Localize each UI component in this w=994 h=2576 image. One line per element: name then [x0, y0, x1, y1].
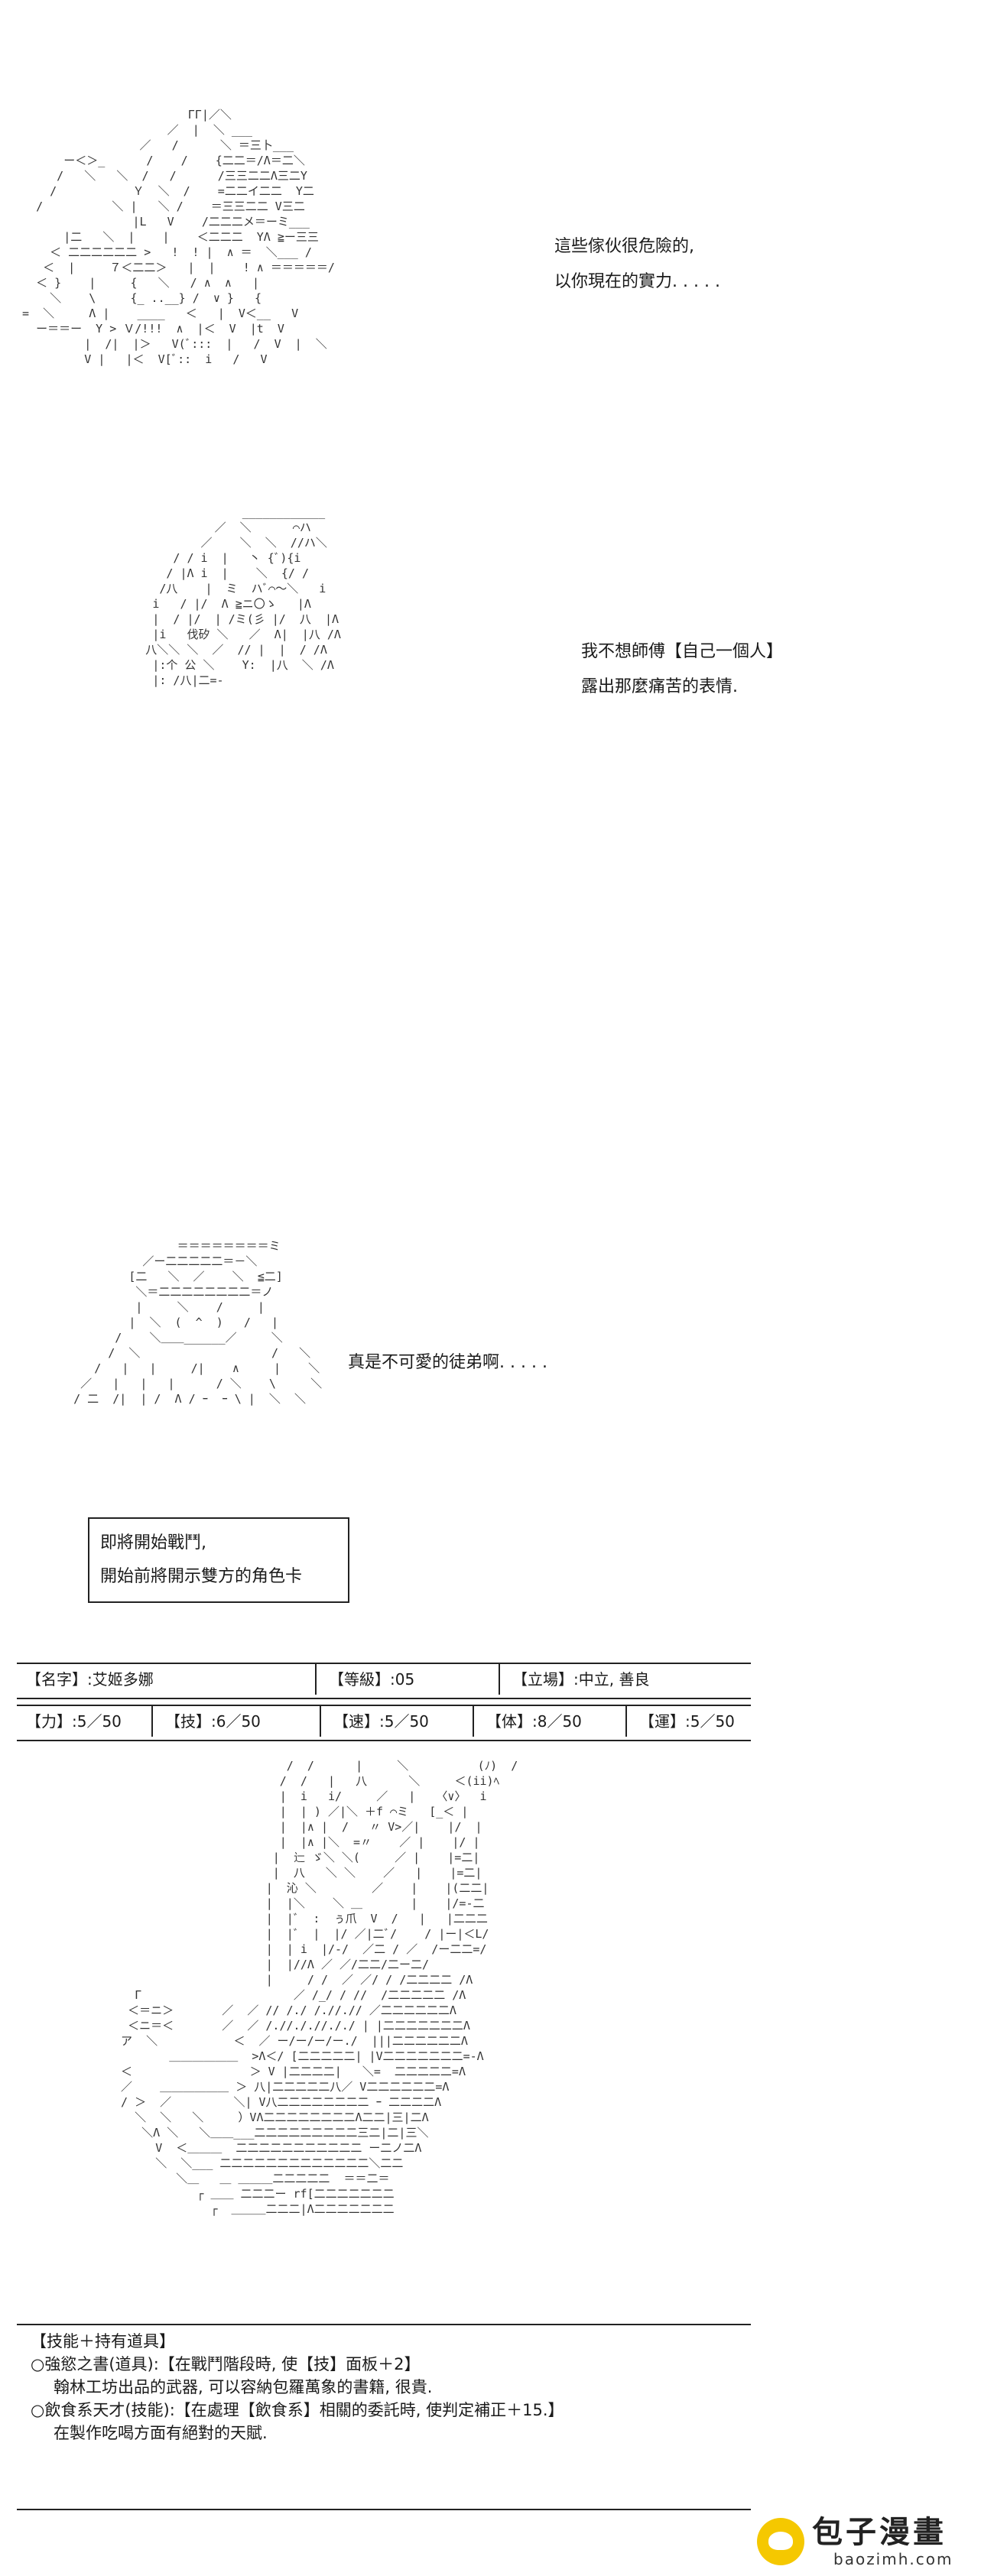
stance-cell: 【立場】:中立, 善良 [499, 1664, 751, 1695]
dialogue-line: 我不想師傅【自己一個人】 [581, 642, 784, 661]
dialogue-panel-1: 這些傢伙很危險的, 以你現在的實力. . . . . [554, 229, 720, 300]
level-cell: 【等級】:05 [315, 1664, 499, 1695]
character-card-row-2: 【力】:5／50 【技】:6／50 【速】:5／50 【体】:8／50 【運】:… [17, 1705, 751, 1741]
skills-section: 【技能＋持有道具】 ○強慾之書(道具):【在戰鬥階段時, 使【技】面板＋2】 翰… [17, 2324, 751, 2510]
skill-description: 翰林工坊出品的武器, 可以容納包羅萬象的書籍, 很貴. [54, 2378, 433, 2396]
stat-strength: 【力】:5／50 [26, 1712, 122, 1731]
battle-notice-box: 即將開始戰鬥, 開始前將開示雙方的角色卡 [88, 1517, 349, 1603]
skill-description: 在製作吃喝方面有絕對的天賦. [54, 2424, 268, 2442]
dialogue-line: 露出那麼痛苦的表情. [581, 677, 738, 696]
stat-luck: 【運】:5／50 [625, 1706, 751, 1737]
dialogue-line: 以你現在的實力. . . . . [554, 272, 720, 291]
character-card-row-1: 【名字】:艾姬多娜 【等級】:05 【立場】:中立, 善良 [17, 1663, 751, 1699]
ascii-art-panel-1: ΓΓ|／＼ ／ | ＼ ___ ／ / ＼ ＝三卜___ ー＜＞_ / / {二… [22, 108, 335, 366]
watermark-site: baozimh.com [833, 2550, 953, 2568]
watermark-logo: 包子漫畫 baozimh.com [757, 2515, 986, 2568]
dialogue-panel-2: 我不想師傅【自己一個人】 露出那麼痛苦的表情. [581, 634, 783, 705]
notice-line: 即將開始戰鬥, [100, 1533, 206, 1552]
skills-header: 【技能＋持有道具】 [31, 2332, 175, 2351]
skill-line: ○飲食系天才(技能):【在處理【飲食系】相關的委託時, 使判定補正＋15.】 [31, 2401, 564, 2419]
stat-skill: 【技】:6／50 [151, 1706, 320, 1737]
ascii-art-panel-4: / / | ＼ (ﾉ) / / / | 八 ＼ ＜(ii)ﾍ | i i/ ／ … [121, 1759, 518, 2216]
dialogue-panel-3: 真是不可愛的徒弟啊. . . . . [348, 1345, 547, 1380]
ascii-art-panel-3: ＝＝＝＝＝＝＝＝ミ ／ー二二二二二＝－＼ [二 ＼ ／ ＼ ≦二] ＼＝二二二二… [73, 1239, 323, 1406]
dialogue-line: 真是不可愛的徒弟啊. . . . . [348, 1353, 547, 1372]
stat-body: 【体】:8／50 [473, 1706, 625, 1737]
notice-line: 開始前將開示雙方的角色卡 [100, 1567, 303, 1586]
watermark-name: 包子漫畫 [812, 2515, 947, 2550]
dialogue-line: 這些傢伙很危險的, [554, 237, 694, 256]
skill-line: ○強慾之書(道具):【在戰鬥階段時, 使【技】面板＋2】 [31, 2355, 421, 2373]
ascii-art-panel-2: ____________ ／ ＼ ⌒ハ ／ ＼ ＼ //ハ＼ / / i | 丶… [145, 505, 341, 687]
name-cell: 【名字】:艾姬多娜 [26, 1670, 154, 1689]
stat-speed: 【速】:5／50 [320, 1706, 473, 1737]
bun-icon [757, 2518, 804, 2565]
